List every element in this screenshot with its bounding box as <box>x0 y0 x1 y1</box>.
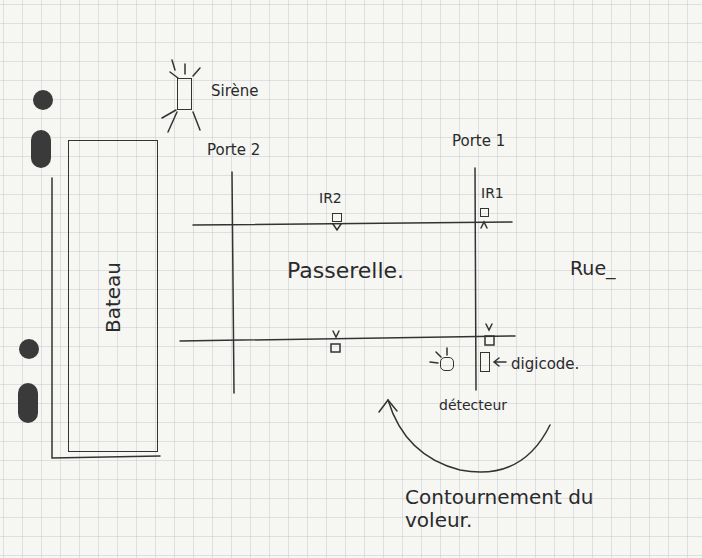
device-box: digicode. <box>480 352 490 372</box>
device-box: détecteur <box>440 357 454 371</box>
device-box: IR2 <box>332 213 342 222</box>
siren-rays <box>162 60 200 132</box>
ir-sensor <box>485 336 494 345</box>
node-label: détecteur <box>439 397 507 413</box>
node-label: IR2 <box>319 190 342 206</box>
annotation: Rue_ <box>570 258 616 280</box>
node-label: digicode. <box>511 356 579 373</box>
ir-mark <box>481 222 487 228</box>
arrow-head <box>379 400 397 412</box>
node-label: IR1 <box>481 185 504 201</box>
walkway-edge <box>180 336 515 341</box>
annotation: Porte 1 <box>452 133 505 150</box>
punch-holes <box>18 90 53 423</box>
ir-mark <box>486 324 492 330</box>
annotation: Contournement du voleur. <box>405 486 620 532</box>
pointer-arrow <box>494 358 506 366</box>
ir-sensor <box>331 344 340 352</box>
node-label: Sirène <box>211 83 259 100</box>
drawing <box>52 60 550 472</box>
node-label: Bateau <box>103 261 126 332</box>
door-line <box>475 168 476 390</box>
device-box: IR1 <box>480 208 489 217</box>
door-line <box>232 172 234 393</box>
device-box: Sirène <box>177 78 192 110</box>
annotation: Passerelle. <box>287 258 404 283</box>
ir-mark <box>333 224 341 230</box>
walkway-edge <box>193 222 512 225</box>
detector-rays <box>430 348 447 363</box>
ir-mark <box>333 331 339 337</box>
annotation: Porte 2 <box>207 142 260 159</box>
boat-box: Bateau <box>68 140 158 452</box>
